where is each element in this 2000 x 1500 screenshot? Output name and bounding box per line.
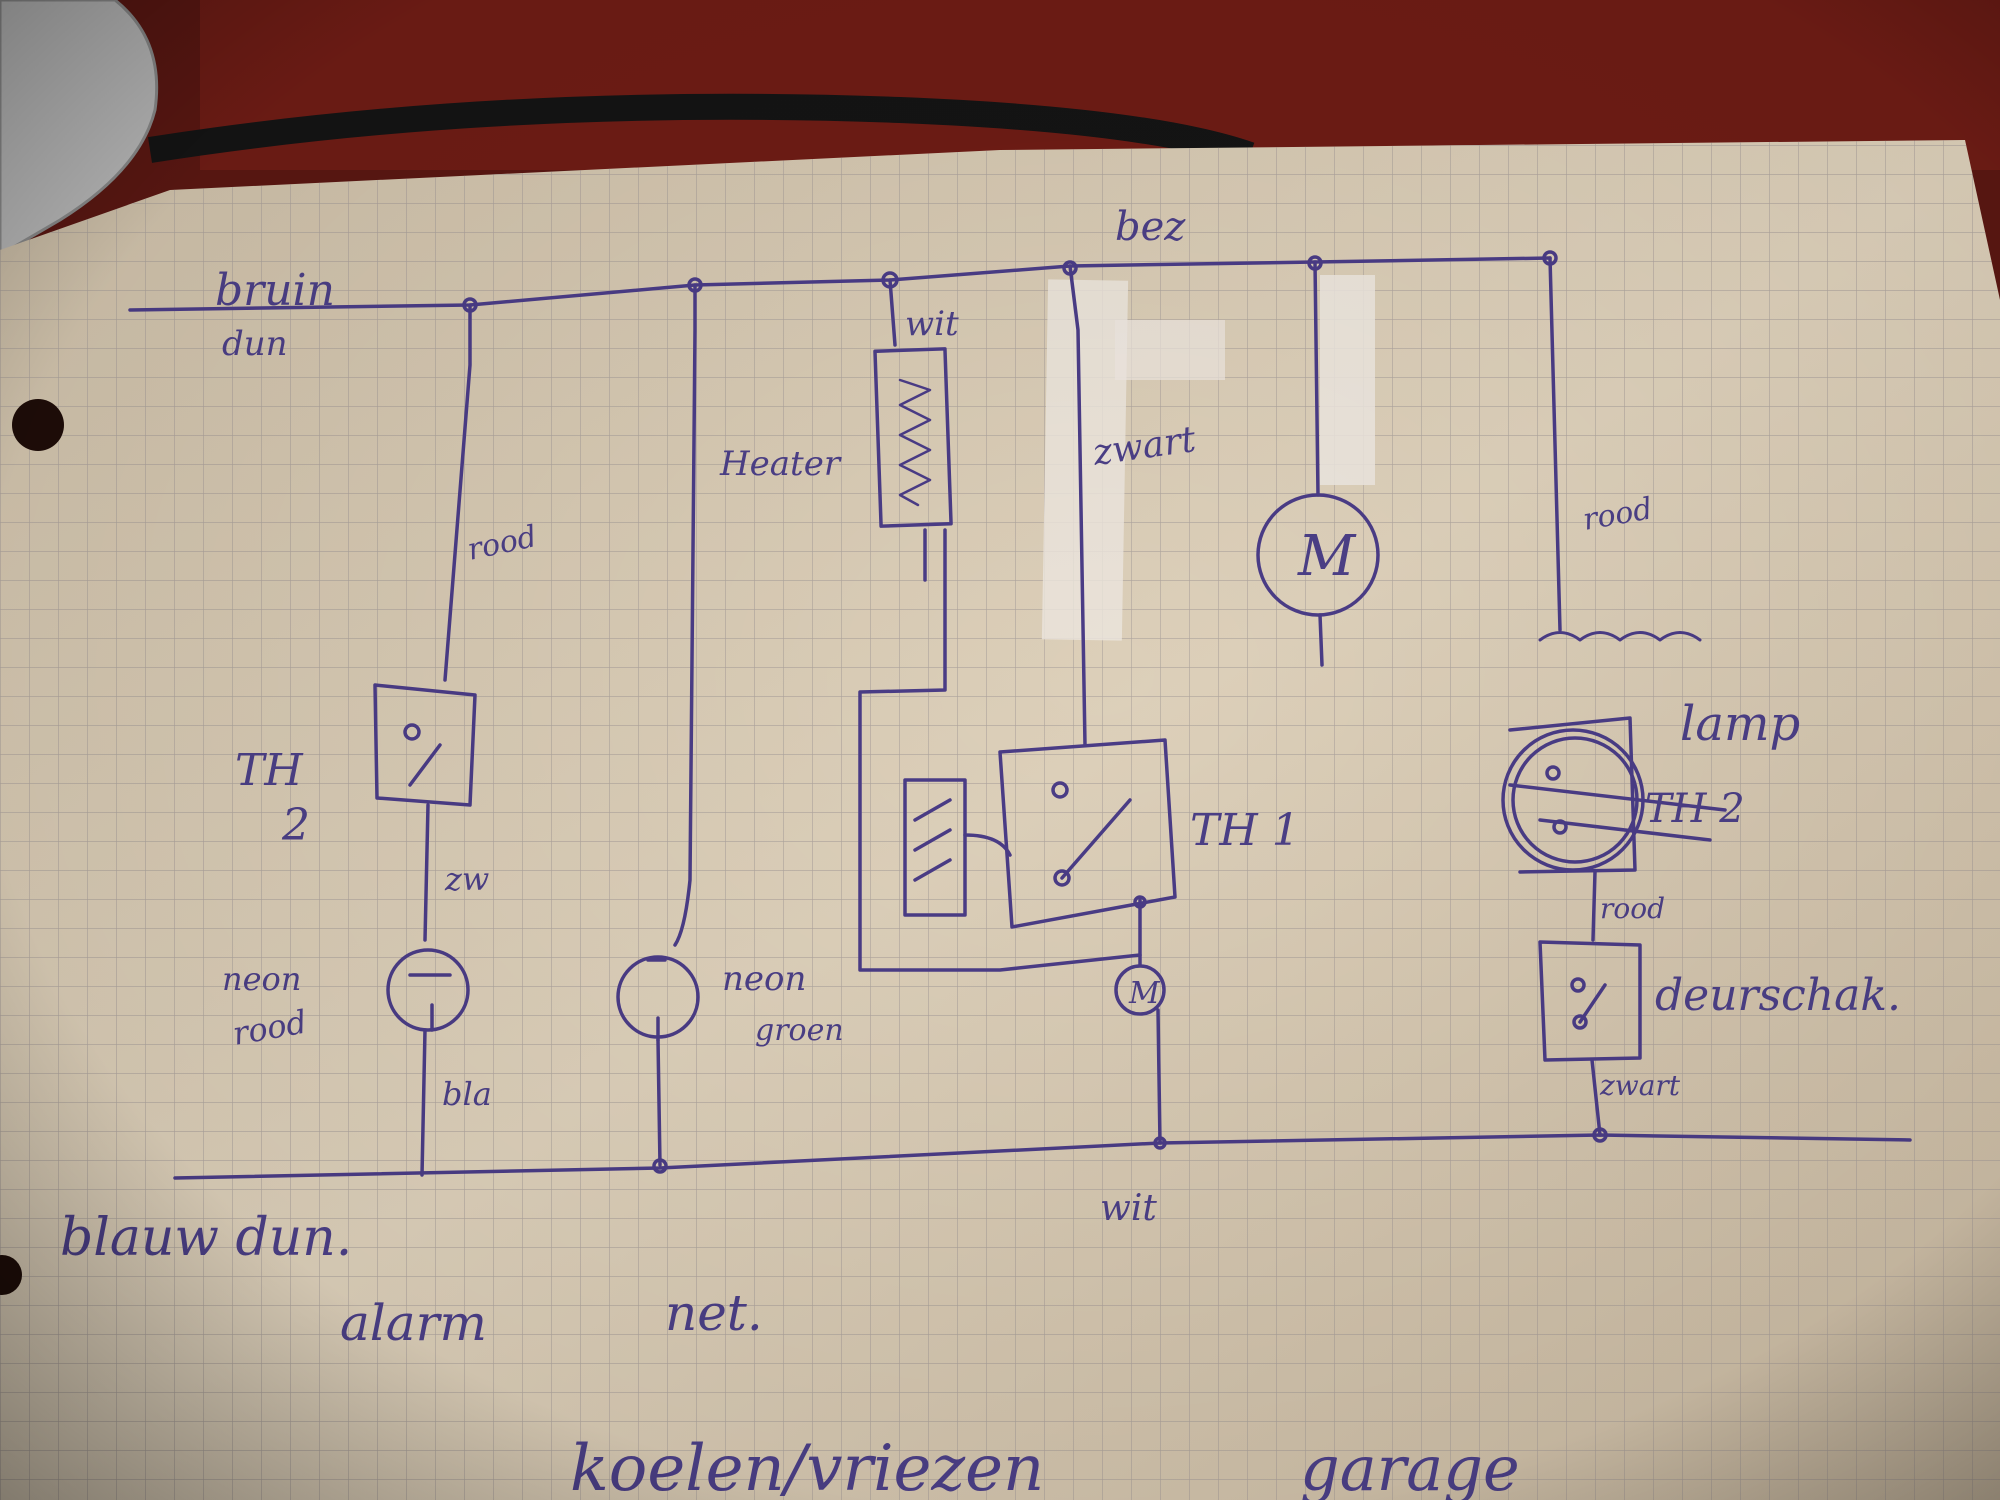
label-th2-left-a: TH bbox=[235, 745, 304, 796]
label-zw: zw bbox=[444, 860, 489, 898]
label-top-left-wire: bruin bbox=[215, 265, 335, 316]
label-top-left-wire-2: dun bbox=[222, 324, 288, 364]
label-top-wire: bez bbox=[1115, 204, 1186, 250]
tape-strip bbox=[1115, 320, 1225, 380]
label-neon-red-a: neon bbox=[222, 960, 301, 998]
label-neon-green-a: neon bbox=[722, 959, 806, 999]
punch-hole bbox=[12, 399, 64, 451]
label-alarm: alarm bbox=[340, 1294, 487, 1352]
tape-strip bbox=[1320, 275, 1375, 485]
label-net: net. bbox=[665, 1284, 763, 1342]
label-blue-wire: bla bbox=[442, 1075, 492, 1113]
label-motor-small: M bbox=[1128, 976, 1161, 1011]
label-th2-right: TH 2 bbox=[1645, 786, 1745, 832]
label-black-wire-bottom: zwart bbox=[1599, 1069, 1681, 1102]
label-bottom-mid-wire: wit bbox=[1100, 1188, 1157, 1229]
label-neon-green-b: groen bbox=[755, 1013, 844, 1048]
label-red-wire-lamp: rood bbox=[1600, 892, 1665, 925]
label-footer-a: koelen/vriezen bbox=[570, 1432, 1044, 1500]
label-heater: Heater bbox=[719, 444, 842, 484]
label-bottom-left-wire: blauw dun. bbox=[60, 1208, 352, 1268]
label-lamp: lamp bbox=[1680, 696, 1800, 752]
label-th1: TH 1 bbox=[1190, 805, 1300, 856]
label-th2-left-b: 2 bbox=[281, 800, 310, 851]
label-white-wire: wit bbox=[905, 304, 959, 344]
label-door-switch: deurschak. bbox=[1655, 970, 1901, 1021]
label-footer-b: garage bbox=[1300, 1432, 1520, 1500]
label-motor-big: M bbox=[1297, 524, 1357, 589]
